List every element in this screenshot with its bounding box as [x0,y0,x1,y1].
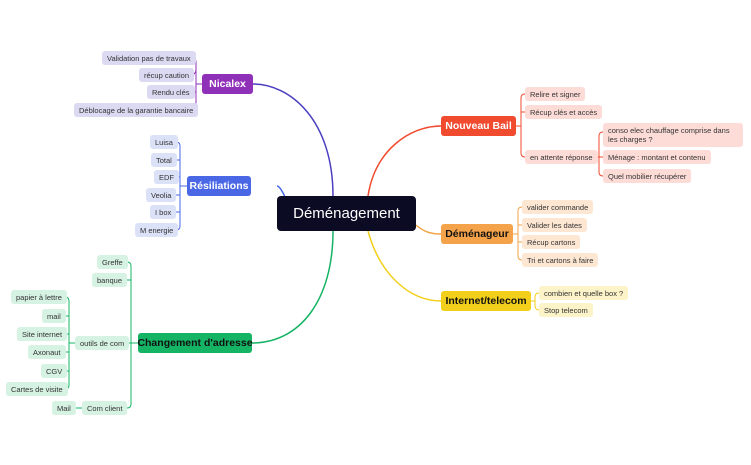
leaf-outils-papier[interactable]: papier à lettre [11,290,67,304]
leaf-demenageur-recup-cartons[interactable]: Récup cartons [522,235,581,249]
leaf-attente-menage[interactable]: Ménage : montant et contenu [603,150,711,164]
leaf-outils-cgv[interactable]: CGV [41,364,68,378]
leaf-outils-axonaut[interactable]: Axonaut [28,345,66,359]
branch-nouveau-bail[interactable]: Nouveau Bail [441,116,516,136]
leaf-bail-relire[interactable]: Relire et signer [525,87,586,101]
connector-changement [251,230,334,344]
leaf-resiliation-ibox[interactable]: I box [150,205,177,219]
leaf-demenageur-valider-commande[interactable]: valider commande [522,200,594,214]
leaf-client-mail[interactable]: Mail [52,401,76,415]
leaf-demenageur-valider-dates[interactable]: Valider les dates [522,218,587,232]
leaf-internet-box[interactable]: combien et quelle box ? [539,286,629,300]
leaf-changement-banque[interactable]: banque [92,273,128,287]
leaf-outils-cartes[interactable]: Cartes de visite [6,382,68,396]
leaf-nicalex-validation[interactable]: Validation pas de travaux [102,51,196,65]
connector-demenageur [415,224,442,235]
leaf-changement-greffe[interactable]: Greffe [97,255,128,269]
leaf-resiliation-luisa[interactable]: Luisa [150,135,178,149]
leaf-resiliation-menergie[interactable]: M energie [135,223,179,237]
connector-nicalex [252,83,334,197]
leaf-outils-site[interactable]: Site internet [17,327,68,341]
root-node[interactable]: Déménagement [277,196,416,231]
connector-internet [367,230,442,302]
branch-nicalex[interactable]: Nicalex [202,74,253,94]
leaf-resiliation-veolia[interactable]: Veolia [146,188,177,202]
subbranch-com-client[interactable]: Com client [82,401,128,415]
branch-changement-adresse[interactable]: Changement d'adresse [137,333,253,353]
branch-resiliations[interactable]: Résiliations [187,176,251,196]
leaf-internet-stop-telecom[interactable]: Stop telecom [539,303,593,317]
subbranch-outils-de-com[interactable]: outils de com [75,336,130,350]
leaf-nicalex-rendu-cles[interactable]: Rendu clés [147,85,195,99]
leaf-nicalex-deblocage[interactable]: Déblocage de la garantie bancaire [74,103,199,117]
leaf-demenageur-tri[interactable]: Tri et cartons à faire [522,253,599,267]
leaf-bail-recup-cles[interactable]: Récup clés et accès [525,105,603,119]
leaf-resiliation-total[interactable]: Total [151,153,177,167]
leaf-resiliation-edf[interactable]: EDF [154,170,179,184]
branch-internet-telecom[interactable]: Internet/telecom [441,291,531,311]
connector-bail [367,125,442,197]
leaf-outils-mail[interactable]: mail [42,309,66,323]
branch-demenageur[interactable]: Déménageur [441,224,513,244]
leaf-attente-conso-elec[interactable]: conso elec chauffage comprise dans les c… [603,123,743,147]
leaf-nicalex-recup-caution[interactable]: récup caution [139,68,195,82]
subbranch-en-attente-reponse[interactable]: en attente réponse [525,150,598,164]
leaf-attente-mobilier[interactable]: Quel mobilier récupérer [603,169,692,183]
